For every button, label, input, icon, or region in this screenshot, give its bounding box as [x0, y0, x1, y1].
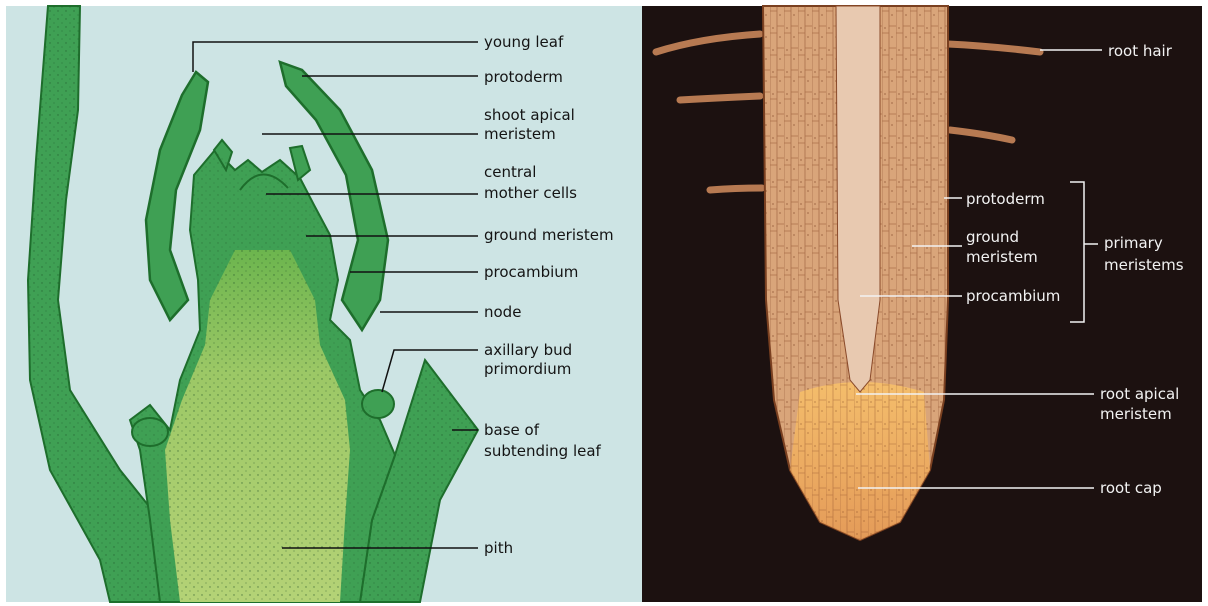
label-young-leaf: young leaf [484, 33, 564, 51]
label-pith: pith [484, 539, 513, 557]
label-axillary-bud-line2: primordium [484, 360, 571, 378]
label-shoot-apical-meristem-line2: meristem [484, 125, 556, 143]
label-shoot-apical-meristem-line1: shoot apical [484, 106, 575, 124]
label-primary-meristems-line1: primary [1104, 234, 1163, 252]
label-primary-meristems-line2: meristems [1104, 256, 1184, 274]
label-root-apical-meristem-line2: meristem [1100, 405, 1172, 423]
label-protoderm-root: protoderm [966, 190, 1045, 208]
label-root-cap: root cap [1100, 479, 1162, 497]
label-protoderm-shoot: protoderm [484, 68, 563, 86]
label-base-leaf-line2: subtending leaf [484, 442, 602, 460]
label-ground-meristem-root-line1: ground [966, 228, 1019, 246]
label-procambium-root: procambium [966, 287, 1060, 305]
label-central-mother-cells-line2: mother cells [484, 184, 577, 202]
label-ground-meristem-shoot: ground meristem [484, 226, 614, 244]
label-axillary-bud-line1: axillary bud [484, 341, 572, 359]
label-base-leaf-line1: base of [484, 421, 540, 439]
label-node: node [484, 303, 521, 321]
label-ground-meristem-root-line2: meristem [966, 248, 1038, 266]
label-central-mother-cells-line1: central [484, 163, 536, 181]
label-procambium-shoot: procambium [484, 263, 578, 281]
label-root-hair: root hair [1108, 42, 1173, 60]
label-root-apical-meristem-line1: root apical [1100, 385, 1179, 403]
